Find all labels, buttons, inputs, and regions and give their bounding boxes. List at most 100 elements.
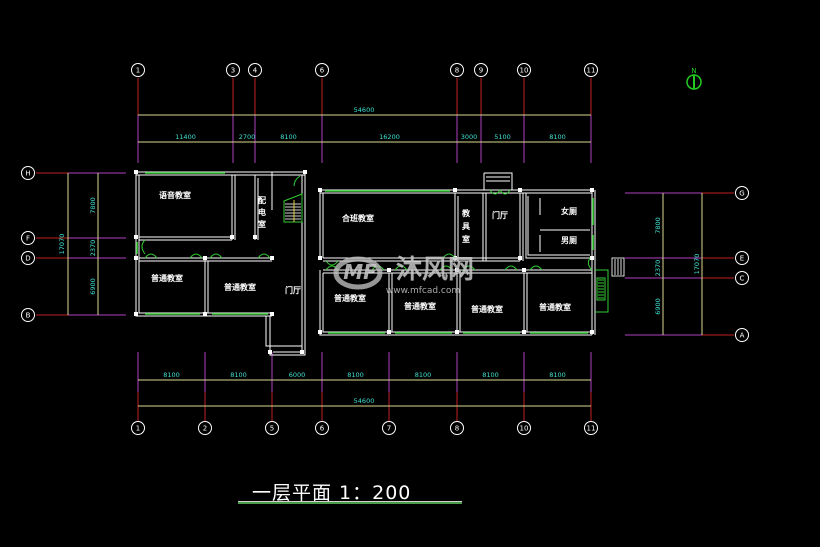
axis-bubble: [21, 308, 35, 322]
door-swing: [462, 265, 476, 271]
axis-label-bottom: 10: [520, 425, 529, 433]
dim-bottom-total: 54600: [354, 397, 375, 405]
dim-top-segment: 2700: [239, 133, 256, 141]
column: [318, 330, 322, 334]
room-label: 女厕: [561, 206, 577, 216]
wall: [322, 273, 592, 333]
axis-bubble: [474, 63, 488, 77]
axis-bubble: [265, 421, 279, 435]
column: [455, 268, 459, 272]
column: [270, 256, 274, 260]
column: [134, 235, 138, 239]
column: [134, 170, 138, 174]
stair-east: [596, 277, 606, 301]
axis-label-bottom: 8: [455, 425, 459, 433]
wall: [319, 270, 592, 336]
axis-label-top: 10: [520, 67, 529, 75]
wall-west-outer: [135, 172, 272, 317]
column: [300, 350, 304, 354]
column: [203, 312, 207, 316]
dim-bottom-segment: 8100: [482, 371, 499, 379]
axis-bubble: [21, 231, 35, 245]
watermark-logo-text: MF: [343, 260, 377, 284]
column: [387, 268, 391, 272]
axis-label-bottom: 5: [270, 425, 274, 433]
axis-bubble: [226, 63, 240, 77]
axis-bubble: [584, 63, 598, 77]
stair-outline: [283, 193, 303, 223]
column: [203, 256, 207, 260]
room-label: 教: [461, 208, 471, 218]
dim-left-segment: 2370: [89, 240, 97, 257]
dim-bottom-segment: 8100: [549, 371, 566, 379]
dim-top-total: 54600: [354, 106, 375, 114]
column: [268, 350, 272, 354]
axis-bubble: [21, 251, 35, 265]
axis-label-left: F: [26, 235, 30, 243]
dim-bottom-segment: 8100: [347, 371, 364, 379]
axis-bubble: [450, 421, 464, 435]
entry-step: [611, 257, 625, 277]
axis-bubble: [735, 271, 749, 285]
room-label: 男厕: [561, 236, 577, 245]
dim-left-total: 17070: [58, 234, 66, 255]
wall: [265, 316, 302, 347]
door-swing: [293, 175, 301, 187]
axis-bubble: [584, 421, 598, 435]
dim-bottom-segment: 8100: [415, 371, 432, 379]
axis-label-bottom: 1: [136, 425, 140, 433]
axis-label-right: C: [740, 275, 745, 283]
watermark-url: www.mfcad.com: [386, 286, 460, 296]
room-label: 门厅: [285, 285, 301, 295]
wall: [484, 172, 513, 190]
axis-label-bottom: 11: [587, 425, 596, 433]
column: [134, 256, 138, 260]
dim-top-segment: 16200: [379, 133, 400, 141]
column: [270, 312, 274, 316]
room-label: 普通教室: [404, 301, 436, 311]
axis-bubble: [735, 328, 749, 342]
room-label: 具: [462, 222, 470, 231]
axis-bubble: [735, 186, 749, 200]
axis-label-left: D: [25, 255, 30, 263]
axis-label-top: 11: [587, 67, 596, 75]
dim-top-segment: 3000: [461, 133, 478, 141]
door-swing: [325, 260, 339, 266]
axis-label-top: 4: [253, 67, 258, 75]
axis-label-bottom: 2: [203, 425, 207, 433]
room-label: 普通教室: [334, 293, 366, 303]
column: [590, 330, 594, 334]
dim-left-segment: 6900: [89, 278, 97, 295]
axis-bubble: [382, 421, 396, 435]
door-swing: [209, 253, 223, 259]
room-labels: 语音教室配电室合班教室教具室门厅女厕男厕普通教室普通教室门厅普通教室普通教室普通…: [151, 190, 577, 314]
north-label: N: [691, 67, 696, 75]
axis-label-right: E: [740, 255, 744, 263]
title-underline: [238, 501, 462, 504]
door-swing: [439, 265, 453, 271]
axis-label-top: 9: [479, 67, 483, 75]
watermark-logo-ring: [333, 256, 383, 290]
dim-top-segment: 8100: [549, 133, 566, 141]
wall-west-inner: [138, 175, 272, 314]
wall: [525, 193, 592, 259]
axis-label-top: 1: [136, 67, 140, 75]
column: [230, 235, 234, 239]
drawing-title: 一层平面 1：200: [252, 482, 412, 504]
axis-bubble: [21, 166, 35, 180]
column: [253, 235, 257, 239]
column: [590, 256, 594, 260]
dim-top-segment: 11400: [175, 133, 196, 141]
axis-bubble: [198, 421, 212, 435]
column: [318, 188, 322, 192]
axis-label-left: H: [25, 170, 30, 178]
walls: [135, 171, 596, 356]
column: [303, 170, 307, 174]
axis-bubble: [517, 421, 531, 435]
room-label: 门厅: [492, 210, 508, 220]
door-swing: [394, 265, 408, 271]
dim-right-segment: 6900: [654, 298, 662, 315]
column: [518, 256, 522, 260]
